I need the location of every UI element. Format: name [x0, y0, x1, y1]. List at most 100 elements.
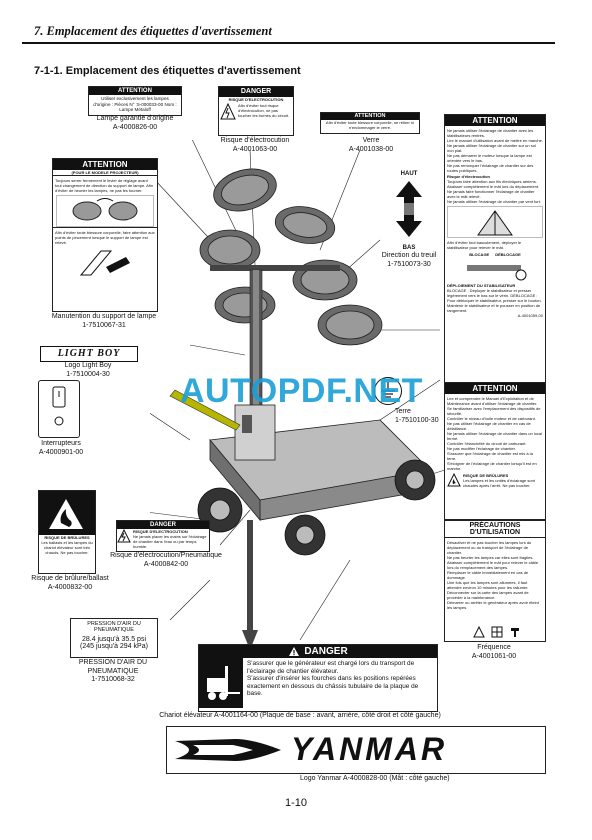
- winch-down-text: BAS: [402, 244, 416, 251]
- burn-caption: Risque de brûlure/ballast A-4000832-00: [31, 575, 109, 591]
- tire-pressure-kpa: (245 jusqu'à 294 kPa): [80, 643, 148, 650]
- hot-surface-icon: [39, 491, 95, 535]
- warning-line: Ne jamais faire fonctionner l'éclairage …: [447, 189, 535, 199]
- label-subtitle: RISQUE D'ELECTROCUTION: [228, 97, 284, 102]
- electrocution-top-caption: Risque d'électrocution A-4001063-00: [220, 137, 290, 153]
- attention-bar: ATTENTION: [53, 159, 157, 170]
- warning-line: Ne jamais utiliser l'éclairage de chanti…: [447, 143, 536, 153]
- precautions-label: PRÉCAUTIONS D'UTILISATION Désactiver et …: [444, 520, 546, 642]
- warning-line: Abaisser complètement le mât lors du dép…: [447, 184, 540, 189]
- electric-shock-icon: [117, 528, 131, 543]
- warning-line: Ne pas utiliser l'éclairage de chantier …: [447, 421, 531, 431]
- hot-surface-icon: [447, 472, 461, 487]
- projector-caption: Manutention du support de lampe 1-751006…: [51, 313, 157, 329]
- yanmar-emblem-icon: [173, 735, 283, 765]
- warning-line: Ne jamais utiliser l'éclairage de chanti…: [447, 128, 534, 138]
- header-rule: [22, 42, 555, 44]
- warning-line: Contrôler l'étanchéité du circuit de car…: [447, 441, 527, 446]
- right-attention-label-bottom: ATTENTION Lire et comprendre le Manuel d…: [444, 382, 546, 520]
- label-text: Toujours serrer fermement le levier de r…: [55, 178, 154, 193]
- warning-triangle-icon: [288, 646, 300, 657]
- up-down-arrow-icon: [396, 180, 422, 237]
- projector-label: ATTENTION (POUR LE MODELE PROJECTEUR) To…: [52, 158, 158, 312]
- unlock-text: DÉBLOCAGE: [495, 252, 521, 257]
- warning-line: Ne jamais utiliser l'éclairage de chanti…: [447, 431, 543, 441]
- light-tower-illustration: [150, 140, 446, 645]
- ground-icon: [374, 377, 402, 405]
- label-text: Afin d'éviter toute blessure corporelle,…: [325, 120, 415, 130]
- tire-pressure-label: PRESSION D'AIR DU PNEUMATIQUE 28.4 jusqu…: [70, 618, 158, 658]
- light-boy-caption: Logo Light Boy 1-7510004-30: [64, 362, 112, 378]
- tipping-icon: [447, 206, 543, 238]
- hammer-icon: [509, 625, 521, 643]
- lamp-guarantee-caption: Lampe garantie d'origine A-4000826-00: [96, 115, 174, 131]
- electrocution-pneumatic-label: DANGER RISQUE D'ELECTROCUTION Ne jamais …: [116, 520, 210, 552]
- forklift-bullet-2: S'assurer d'insérer les fourches dans le…: [247, 675, 419, 698]
- switches-caption: Interrupteurs A-4000901-00: [38, 440, 84, 456]
- watermark: AUTOPDF.NET: [180, 372, 423, 410]
- winch-direction-label: HAUT BAS: [392, 170, 426, 251]
- warning-line: Se familiariser avec l'emplacement des d…: [447, 406, 541, 416]
- glass-label: ATTENTION Afin d'éviter toute blessure c…: [320, 112, 420, 134]
- label-text: Afin d'éviter tout risque d'électrocutio…: [238, 103, 290, 118]
- label-text: Ne jamais placer les mains sur l'éclaira…: [133, 534, 207, 549]
- precaution-line: Désactiver et ne pas toucher les lampes …: [447, 540, 532, 555]
- lamp-guarantee-label: ATTENTION Utiliser exclusivement les lam…: [88, 86, 182, 116]
- glass-caption: Verre A-4001038-00: [348, 137, 394, 153]
- label-subtitle: RISQUE DE BRÛLURES: [44, 535, 90, 540]
- warning-line: Contrôler le niveau d'huile moteur et de…: [447, 416, 536, 421]
- shock-hazard-icon: [473, 625, 485, 643]
- electric-shock-icon: [220, 102, 236, 121]
- danger-bar-text: DANGER: [304, 646, 348, 657]
- winch-caption: Direction du treuil 1-7510073-30: [381, 252, 437, 268]
- label-text: Les ballasts et les lampes du chariot él…: [41, 540, 93, 555]
- precaution-line: Ne pas heurter les lampes car elles sont…: [447, 555, 534, 560]
- precaution-line: Déconnecter sur la carte des lampes avan…: [447, 590, 529, 600]
- stabilizer-icon: [447, 257, 543, 283]
- electrocution-label-top: DANGER RISQUE D'ELECTROCUTION Afin d'évi…: [218, 86, 294, 136]
- warning-line: S'éloigner de l'éclairage de chantier lo…: [447, 461, 537, 471]
- tire-pressure-psi: 28.4 jusqu'à 35.5 psi: [82, 636, 146, 643]
- ground-caption: Terre 1-7510100-30: [395, 408, 439, 424]
- attention-bar: ATTENTION: [445, 383, 545, 394]
- precaution-line: Remplacer le câble immédiatement en cas …: [447, 570, 529, 580]
- attention-bar: ATTENTION: [321, 113, 419, 120]
- light-boy-logo: LIGHT BOY: [40, 346, 138, 362]
- warning-line: Ne jamais utiliser l'éclairage de chanti…: [447, 199, 541, 204]
- right-attention-label-top: ATTENTION Ne jamais utiliser l'éclairage…: [444, 114, 546, 384]
- label-code: A-4001059-00: [517, 313, 543, 318]
- warning-line: Ne pas démarrer le moteur lorsque la lam…: [447, 153, 532, 163]
- precautions-title: PRÉCAUTIONS D'UTILISATION: [445, 521, 545, 538]
- forklift-danger-label: DANGER S'assurer que le générateur est c…: [198, 644, 438, 712]
- danger-bar: DANGER: [117, 521, 209, 529]
- switches-label: [38, 380, 80, 438]
- lamp-rotation-icon: [56, 195, 154, 227]
- attention-bar: ATTENTION: [445, 115, 545, 126]
- yanmar-wordmark: YANMAR: [291, 731, 448, 767]
- page-number: 1-10: [284, 797, 308, 809]
- danger-bar: DANGER: [199, 645, 437, 658]
- stabilizer-note: Afin d'éviter tout basculement, déployer…: [447, 240, 522, 250]
- warning-line: Lire le manuel d'utilisation avant de me…: [447, 138, 543, 143]
- pinch-point-icon: [56, 247, 154, 277]
- tire-pressure-caption: PRESSION D'AIR DU PNEUMATIQUE 1-7510068-…: [78, 659, 148, 683]
- burn-title: RISQUE DE BRÛLURES: [463, 473, 509, 478]
- precautions-caption: Fréquence A-4001061-00: [471, 644, 517, 660]
- label-text: Utiliser exclusivement les lampes d'orig…: [93, 96, 177, 113]
- warning-line: Risque d'électrocution: [447, 174, 490, 179]
- lock-text: BLOCAGE: [469, 252, 490, 257]
- warning-line: Toujours faire attention aux fils électr…: [447, 179, 537, 184]
- winch-up-text: HAUT: [400, 171, 418, 177]
- burn-text: Les lampes et les unités d'éclairage son…: [463, 478, 535, 488]
- yanmar-caption: Logo Yanmar A-4000828-00 (Mât : côté gau…: [300, 775, 450, 782]
- forklift-icon: [199, 658, 243, 708]
- warning-line: Ne pas remorquer l'éclairage de chantier…: [447, 163, 534, 173]
- warning-line: S'assurer que l'éclairage de chantier es…: [447, 451, 533, 461]
- label-subtitle: RISQUE D'ELECTROCUTION: [133, 529, 188, 534]
- warning-line: Lire et comprendre le Manuel d'Exploitat…: [447, 396, 538, 406]
- label-text-2: Afin d'éviter toute blessure corporelle,…: [53, 227, 157, 247]
- chapter-title: 7. Emplacement des étiquettes d'avertiss…: [34, 24, 272, 38]
- warning-line: Ne pas modifier l'éclairage de chantier.: [447, 446, 516, 451]
- precaution-line: Abaisser complètement le mât pour releve…: [447, 560, 539, 570]
- tire-pressure-title: PRESSION D'AIR DU PNEUMATIQUE: [87, 621, 141, 633]
